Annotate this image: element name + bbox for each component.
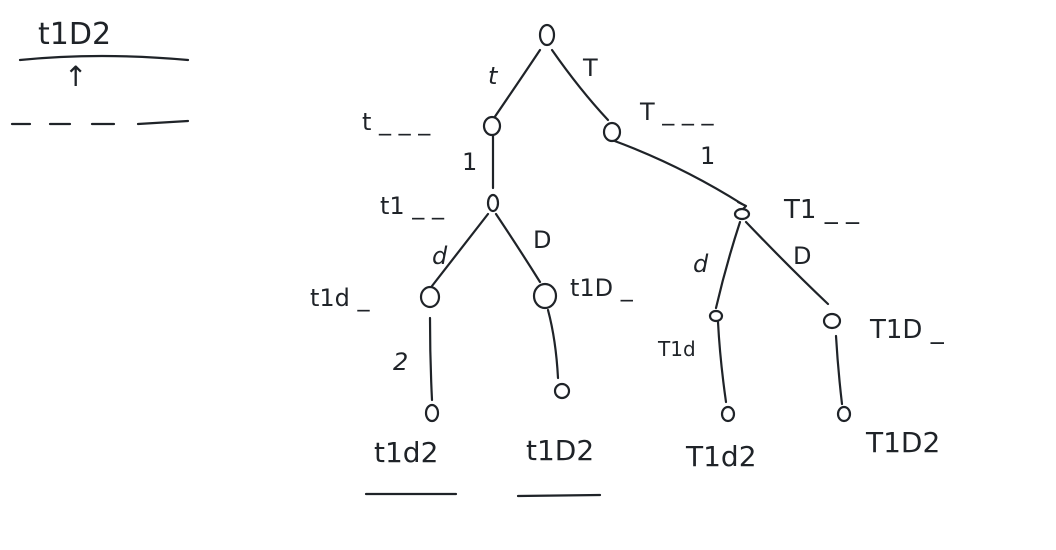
input-word-panel: t1D2 ↑	[10, 17, 190, 126]
edges	[428, 48, 844, 406]
node-T1D	[822, 312, 842, 330]
leaf-word-4: T1D2	[865, 426, 940, 459]
node-T1d	[708, 309, 724, 323]
node-t1	[486, 193, 500, 213]
edge-label-T1-right: D	[793, 242, 811, 270]
edge-T1-T1D	[744, 220, 830, 306]
leaf-words: t1d2 t1D2 T1d2 T1D2	[364, 426, 940, 498]
leaf-word-2: t1D2	[526, 434, 594, 467]
leaf-T1D2	[836, 405, 852, 423]
leaf-T1d2	[720, 405, 736, 423]
node-label-T1D: T1D _	[869, 315, 945, 345]
node-label-t: t _ _ _	[362, 108, 431, 136]
edge-T1-T1d	[714, 220, 742, 310]
edge-root-t	[492, 48, 542, 120]
edge-label-t1-left: d	[432, 242, 448, 270]
node-label-t1d: t1d _	[310, 284, 371, 312]
pointer-arrow-icon: ↑	[64, 60, 87, 93]
input-word-underline	[18, 54, 190, 62]
blank-slots	[10, 119, 190, 126]
leaf-t1d2	[424, 403, 440, 423]
edge-t1-t1D	[494, 212, 542, 284]
node-label-T: T _ _ _	[639, 98, 715, 126]
node-T	[602, 121, 622, 143]
input-word: t1D2	[38, 17, 111, 52]
nodes	[419, 23, 852, 423]
edge-label-t1-right: D	[533, 226, 551, 254]
node-label-T1: T1 _ _	[783, 195, 860, 225]
edge-label-T-T1: 1	[700, 142, 715, 170]
edge-label-t-t1: 1	[462, 148, 477, 176]
node-t1D	[532, 282, 558, 310]
node-label-t1D: t1D _	[570, 274, 634, 302]
leaf-word-1: t1d2	[374, 436, 438, 469]
edge-t1-t1d	[430, 212, 490, 288]
edge-labels: t T 1 1 d D d D 2	[393, 54, 811, 376]
edge-t1D-leaf	[546, 308, 560, 380]
leaf-word-3: T1d2	[685, 440, 757, 473]
node-label-t1: t1 _ _	[380, 192, 445, 220]
edge-root-T	[550, 48, 610, 122]
edge-T-T1	[610, 138, 744, 206]
leaf-word-2-underline	[516, 493, 602, 498]
edge-label-T1-left: d	[693, 250, 709, 278]
edge-t1d-leaf	[428, 316, 434, 402]
node-label-T1d: T1d	[657, 337, 696, 361]
edge-label-root-left: t	[488, 62, 499, 90]
node-t1d	[419, 285, 441, 309]
edge-T1D-leaf	[834, 334, 844, 406]
edge-label-root-right: T	[582, 54, 598, 82]
edge-T1d-leaf	[716, 320, 728, 404]
node-root	[538, 23, 556, 47]
edge-label-t1d-leaf: 2	[393, 348, 408, 376]
node-labels: t _ _ _ T _ _ _ t1 _ _ T1 _ _ t1d _ t1D …	[310, 98, 945, 361]
node-t	[482, 115, 502, 137]
leaf-t1D2	[553, 382, 571, 400]
node-T1	[733, 207, 751, 221]
